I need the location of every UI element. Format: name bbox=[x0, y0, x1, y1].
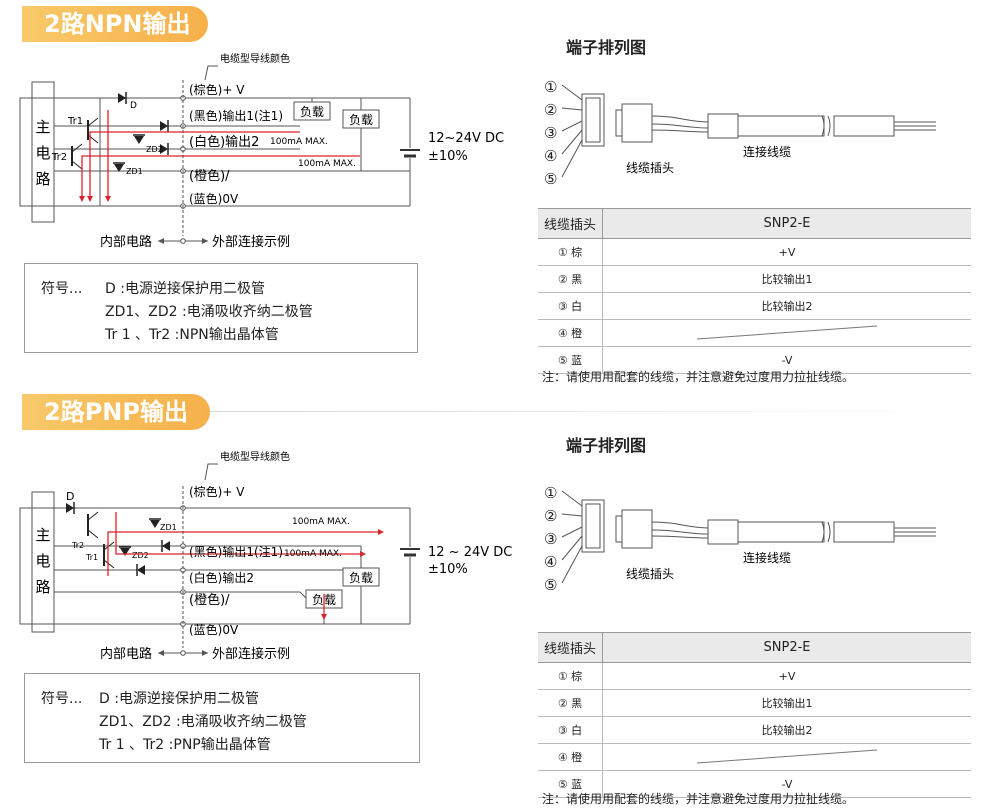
pnp-symbol-legend: 符号... D :电源逆接保护用二极管 ZD1、ZD2 :电涌吸收齐纳二极管 T… bbox=[24, 673, 420, 763]
zener-zd1-label: ZD1 bbox=[126, 167, 143, 176]
pnp-section-banner: 2路PNP输出 bbox=[22, 394, 210, 430]
zener-zd2-label: ZD2 bbox=[132, 551, 149, 560]
load-2-label: 负载 bbox=[349, 113, 373, 127]
pin-number-1: ① bbox=[544, 484, 557, 502]
zener-zd2-label: ZD2 bbox=[146, 145, 163, 154]
pin-number-2: ② bbox=[544, 507, 557, 525]
wire-color-note: 电缆型导线颜色 bbox=[220, 52, 290, 65]
pin-number-3: ③ bbox=[544, 530, 557, 548]
main-circuit-char: 电 bbox=[35, 552, 50, 570]
pin-number-4: ④ bbox=[544, 553, 557, 571]
main-circuit-char: 路 bbox=[35, 170, 50, 188]
wire-label-white: (白色)输出2 bbox=[189, 570, 254, 585]
table-row: ⑤ 蓝-V bbox=[538, 346, 971, 374]
pin-number-2: ② bbox=[544, 101, 557, 119]
legend-row: D :电源逆接保护用二极管 bbox=[99, 691, 259, 707]
wire-color-note: 电缆型导线颜色 bbox=[220, 450, 290, 463]
cable-label: 连接线缆 bbox=[743, 550, 791, 565]
legend-prefix: 符号... bbox=[41, 691, 83, 707]
legend-prefix: 符号... bbox=[41, 281, 83, 297]
diode-d-label: D bbox=[66, 490, 74, 503]
external-connection-label: 外部连接示例 bbox=[212, 646, 290, 662]
max-current-label-2: 100mA MAX. bbox=[298, 159, 356, 169]
transistor-tr2-label: Tr2 bbox=[71, 541, 84, 550]
section-divider bbox=[210, 411, 970, 412]
transistor-tr2-label: Tr2 bbox=[51, 152, 67, 163]
legend-row: ZD1、ZD2 :电涌吸收齐纳二极管 bbox=[99, 714, 307, 730]
wire-label-white: (白色)输出2 bbox=[189, 134, 259, 150]
npn-cable-note: 注：请使用用配套的线缆，并注意避免过度用力拉扯线缆。 bbox=[542, 370, 855, 384]
supply-tolerance-label: ±10% bbox=[428, 562, 468, 577]
table-row: ③ 白比较输出2 bbox=[538, 292, 971, 320]
internal-circuit-label: 内部电路 bbox=[100, 646, 152, 662]
npn-symbol-legend: 符号... D :电源逆接保护用二极管 ZD1、ZD2 :电涌吸收齐纳二极管 T… bbox=[24, 263, 418, 353]
wire-label-orange: (橙色)/ bbox=[189, 592, 230, 608]
main-circuit-block bbox=[31, 81, 55, 223]
supply-tolerance-label: ±10% bbox=[428, 149, 468, 164]
max-current-label-2: 100mA MAX. bbox=[284, 549, 342, 559]
table-header-model: SNP2-E bbox=[602, 632, 971, 663]
table-row: ④ 橙 bbox=[538, 743, 971, 771]
pnp-terminal-title: 端子排列图 bbox=[566, 436, 647, 455]
main-circuit-block bbox=[31, 491, 55, 633]
legend-row: ZD1、ZD2 :电涌吸收齐纳二极管 bbox=[105, 304, 313, 320]
wire-label-blue: (蓝色)0V bbox=[189, 192, 239, 206]
plug-label: 线缆插头 bbox=[626, 161, 674, 175]
table-row: ⑤ 蓝-V bbox=[538, 770, 971, 798]
npn-wiring-diagram: 主 电 路 负载 负载 12~24V DC ±10% D Tr1 Tr2 ZD2… bbox=[19, 52, 504, 250]
pin-number-3: ③ bbox=[544, 124, 557, 142]
cable-label: 连接线缆 bbox=[743, 144, 791, 159]
pnp-connector-illustration: ① ② ③ ④ ⑤ 线缆插头 连接线缆 bbox=[544, 484, 936, 594]
legend-row: Tr 1 、Tr2 :PNP输出晶体管 bbox=[99, 737, 271, 753]
npn-pin-table: 线缆插头 SNP2-E ① 棕+V ② 黑比较输出1 ③ 白比较输出2 ④ 橙 … bbox=[538, 208, 971, 374]
npn-connector-illustration: ① ② ③ ④ ⑤ 线缆插头 连接线缆 bbox=[544, 78, 936, 188]
load-1-label: 负载 bbox=[349, 571, 373, 585]
wire-label-brown: (棕色)+ V bbox=[189, 82, 245, 97]
table-row: ① 棕+V bbox=[538, 662, 971, 690]
unused-slash bbox=[696, 749, 878, 763]
transistor-tr1-label: Tr1 bbox=[67, 116, 83, 127]
table-row: ③ 白比较输出2 bbox=[538, 716, 971, 744]
table-header-model: SNP2-E bbox=[602, 208, 971, 239]
main-circuit-char: 主 bbox=[35, 526, 50, 544]
table-row: ② 黑比较输出1 bbox=[538, 689, 971, 717]
wire-label-black: (黑色)输出1(注1) bbox=[189, 544, 283, 559]
max-current-label-1: 100mA MAX. bbox=[292, 517, 350, 527]
pnp-cable-note: 注：请使用用配套的线缆，并注意避免过度用力拉扯线缆。 bbox=[542, 792, 855, 806]
legend-row: D :电源逆接保护用二极管 bbox=[105, 281, 265, 297]
table-row: ④ 橙 bbox=[538, 319, 971, 347]
transistor-tr1-label: Tr1 bbox=[85, 553, 98, 562]
main-circuit-char: 主 bbox=[35, 118, 50, 136]
pnp-wiring-diagram: 主 电 路 12 ~ 24V DC ±10% 负载 负载 D ZD1 ZD2 T… bbox=[19, 450, 512, 662]
table-header-plug: 线缆插头 bbox=[538, 632, 603, 663]
pnp-pin-table: 线缆插头 SNP2-E ① 棕+V ② 黑比较输出1 ③ 白比较输出2 ④ 橙 … bbox=[538, 632, 971, 798]
table-header-plug: 线缆插头 bbox=[538, 208, 603, 239]
plug-label: 线缆插头 bbox=[626, 567, 674, 581]
main-circuit-char: 电 bbox=[35, 144, 50, 162]
zener-zd1-label: ZD1 bbox=[160, 523, 177, 532]
main-circuit-char: 路 bbox=[35, 578, 50, 596]
max-current-label-1: 100mA MAX. bbox=[270, 137, 328, 147]
table-row: ① 棕+V bbox=[538, 238, 971, 266]
diode-d-label: D bbox=[130, 101, 137, 111]
wire-label-blue: (蓝色)0V bbox=[189, 623, 239, 637]
pin-number-5: ⑤ bbox=[544, 170, 557, 188]
wire-label-orange: (橙色)/ bbox=[189, 168, 230, 184]
legend-row: Tr 1 、Tr2 :NPN输出晶体管 bbox=[105, 327, 279, 343]
load-1-label: 负载 bbox=[300, 105, 324, 119]
npn-section-banner: 2路NPN输出 bbox=[22, 6, 208, 42]
wire-label-black: (黑色)输出1(注1) bbox=[189, 108, 283, 123]
external-connection-label: 外部连接示例 bbox=[212, 234, 290, 250]
internal-circuit-label: 内部电路 bbox=[100, 234, 152, 250]
unused-slash bbox=[696, 325, 878, 339]
pin-number-5: ⑤ bbox=[544, 576, 557, 594]
pin-number-4: ④ bbox=[544, 147, 557, 165]
table-row: ② 黑比较输出1 bbox=[538, 265, 971, 293]
npn-terminal-title: 端子排列图 bbox=[566, 38, 647, 57]
pin-number-1: ① bbox=[544, 78, 557, 96]
wire-label-brown: (棕色)+ V bbox=[189, 484, 245, 499]
supply-voltage-label: 12~24V DC bbox=[428, 131, 504, 146]
supply-voltage-label: 12 ~ 24V DC bbox=[428, 545, 512, 560]
